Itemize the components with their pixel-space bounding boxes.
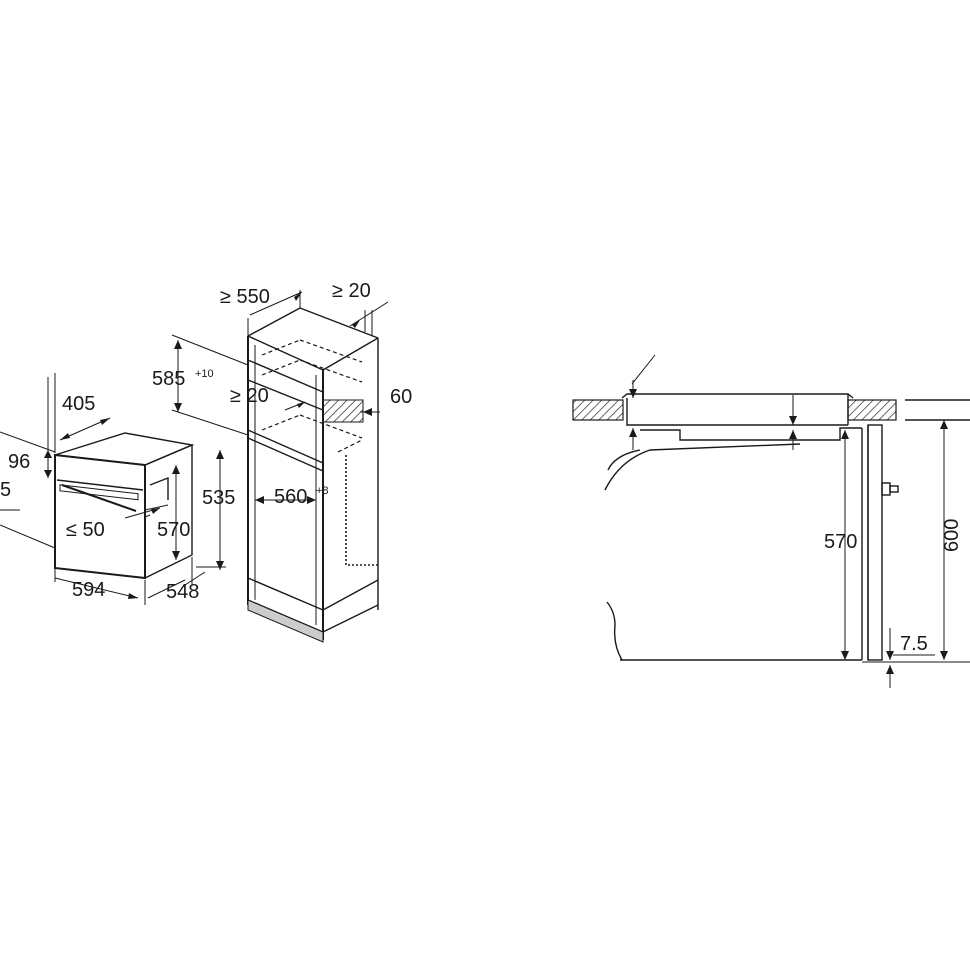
dim-20-mid: ≥ 20 <box>230 385 269 407</box>
oven-labels: 405 96 5 ≤ 50 570 594 548 535 <box>0 393 235 603</box>
dim-5: 5 <box>0 479 11 501</box>
cabinet-labels: ≥ 550 ≥ 20 585 +10 ≥ 20 60 560 +8 <box>152 280 412 508</box>
tall-cabinet-isometric <box>247 307 379 643</box>
side-section-view <box>572 354 970 663</box>
dim-585-tolerance: +10 <box>195 368 214 380</box>
dim-585: 585 <box>152 368 185 390</box>
dim-600: 600 <box>941 519 963 552</box>
dim-560: 560 <box>274 486 307 508</box>
side-section-labels: 570 600 7.5 <box>824 519 963 655</box>
oven-isometric <box>54 432 195 580</box>
dim-50: ≤ 50 <box>66 519 105 541</box>
oven-dimension-lines <box>0 373 226 605</box>
dim-548: 548 <box>166 581 199 603</box>
dim-570-oven: 570 <box>157 519 190 541</box>
dim-535: 535 <box>202 487 235 509</box>
dim-550: ≥ 550 <box>220 286 270 308</box>
dim-96: 96 <box>8 451 30 473</box>
cabinet-dimension-lines <box>171 290 389 504</box>
side-section-dimension-lines <box>629 380 948 688</box>
dim-405: 405 <box>62 393 95 415</box>
dim-7-5: 7.5 <box>900 633 928 655</box>
dim-560-tolerance: +8 <box>316 485 329 497</box>
dim-60: 60 <box>390 386 412 408</box>
dim-594: 594 <box>72 579 105 601</box>
dim-20-top: ≥ 20 <box>332 280 371 302</box>
dim-570-side: 570 <box>824 531 857 553</box>
